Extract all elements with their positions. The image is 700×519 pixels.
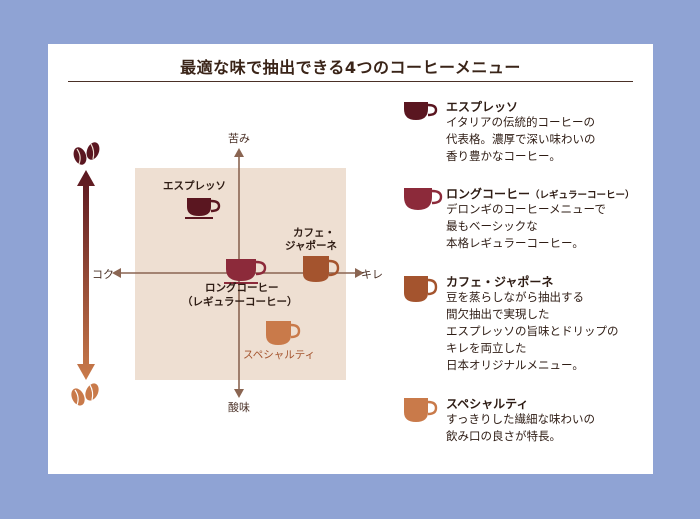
coffee-beans-light-icon	[71, 383, 99, 406]
axis-label-sharpness: キレ	[361, 268, 383, 281]
legend-desc-long-coffee: デロンギのコーヒーメニューで 最もベーシックな 本格レギュラーコーヒー。	[446, 202, 606, 250]
axis-label-bitterness: 苦み	[228, 132, 250, 145]
map-label-espresso: エスプレッソ	[163, 180, 226, 192]
coffee-beans-dark-icon	[73, 142, 100, 165]
long-coffee-cup-icon	[224, 259, 267, 284]
map-label-specialty: スペシャルティ	[243, 349, 316, 361]
legend-desc-espresso: イタリアの伝統的コーヒーの 代表格。濃厚で深い味わいの 香り豊かなコーヒー。	[446, 115, 596, 163]
specialty-cup-icon	[266, 321, 301, 345]
caffe-japone-cup-icon	[303, 256, 340, 282]
legend-specialty-cup-icon	[404, 398, 438, 422]
axis-label-acidity: 酸味	[228, 401, 250, 414]
legend-title-espresso: エスプレッソ	[446, 100, 519, 114]
title-divider	[68, 81, 633, 82]
legend-title-long-coffee: ロングコーヒー（レギュラーコーヒー）	[446, 187, 635, 201]
legend-espresso-cup-icon	[404, 102, 438, 120]
axis-label-body: コク	[92, 268, 114, 281]
map-label-caffe-japone-line1: カフェ・	[293, 227, 335, 239]
legend-title-specialty: スペシャルティ	[446, 397, 529, 411]
page-title: 最適な味で抽出できる4つのコーヒーメニュー	[180, 58, 521, 77]
espresso-cup-icon	[185, 198, 221, 219]
map-label-long-coffee-line1: ロングコーヒー	[205, 282, 279, 294]
legend-long-coffee-cup-icon	[404, 188, 443, 210]
map-label-caffe-japone-line2: ジャポーネ	[285, 240, 337, 252]
map-label-long-coffee-line2: （レギュラーコーヒー）	[182, 296, 298, 308]
legend-desc-specialty: すっきりした繊細な味わいの 飲み口の良さが特長。	[446, 412, 596, 443]
legend-caffe-japone-cup-icon	[404, 276, 438, 302]
info-panel: 最適な味で抽出できる4つのコーヒーメニュー	[48, 44, 653, 474]
legend-title-caffe-japone: カフェ・ジャポーネ	[446, 275, 554, 289]
body-strength-arrow	[71, 142, 100, 406]
legend-desc-caffe-japone: 豆を蒸らしながら抽出する 間欠抽出で実現した エスプレッソの旨味とドリップの キ…	[446, 290, 619, 372]
